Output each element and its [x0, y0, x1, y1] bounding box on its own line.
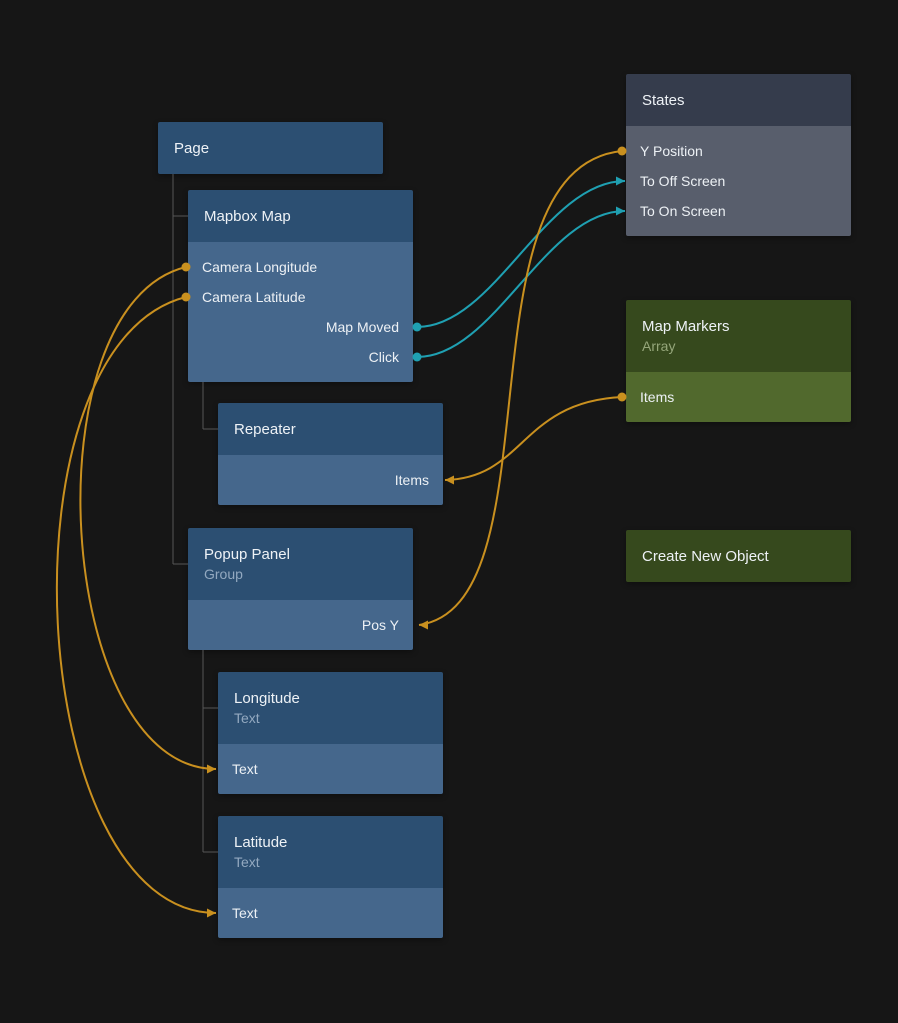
node-title: Mapbox Map: [204, 207, 291, 225]
node-states[interactable]: States Y Position To Off Screen To On Scree…: [626, 74, 851, 236]
node-header-states[interactable]: States: [626, 74, 851, 126]
port-to-on-screen[interactable]: To On Screen: [640, 203, 726, 219]
node-body-states: Y Position To Off Screen To On Screen: [626, 126, 851, 236]
node-body-latitude: Text: [218, 888, 443, 938]
node-body-longitude: Text: [218, 744, 443, 794]
node-create-new-object[interactable]: Create New Object: [626, 530, 851, 582]
node-header-repeater[interactable]: Repeater: [218, 403, 443, 455]
node-subtitle: Group: [204, 566, 243, 582]
node-body-map-markers: Items: [626, 372, 851, 422]
node-header-create-new-object[interactable]: Create New Object: [626, 530, 851, 582]
node-header-page[interactable]: Page: [158, 122, 383, 174]
port-text[interactable]: Text: [232, 905, 258, 921]
node-body-repeater: Items: [218, 455, 443, 505]
node-title: States: [642, 91, 685, 109]
node-title: Popup Panel: [204, 546, 290, 563]
node-title: Page: [174, 139, 210, 157]
port-click[interactable]: Click: [368, 349, 399, 365]
node-subtitle: Text: [234, 710, 260, 726]
port-to-off-screen[interactable]: To Off Screen: [640, 173, 726, 189]
port-text[interactable]: Text: [232, 761, 258, 777]
port-pos-y[interactable]: Pos Y: [361, 617, 399, 633]
node-title: Create New Object: [642, 547, 769, 565]
port-y-position[interactable]: Y Position: [640, 143, 703, 159]
node-subtitle: Text: [234, 854, 260, 870]
node-body-popup-panel: Pos Y: [188, 600, 413, 650]
port-camera-longitude[interactable]: Camera Longitude: [202, 259, 318, 275]
node-title: Longitude: [234, 690, 300, 707]
node-title: Latitude: [234, 834, 288, 851]
port-items[interactable]: Items: [394, 472, 429, 488]
node-page[interactable]: Page: [158, 122, 383, 174]
port-map-moved[interactable]: Map Moved: [325, 319, 399, 335]
node-header-mapbox-map[interactable]: Mapbox Map: [188, 190, 413, 242]
node-title: Repeater: [234, 420, 296, 438]
node-subtitle: Array: [642, 338, 676, 354]
node-title: Map Markers: [642, 318, 730, 335]
port-items[interactable]: Items: [640, 389, 675, 405]
port-camera-latitude[interactable]: Camera Latitude: [202, 289, 306, 305]
